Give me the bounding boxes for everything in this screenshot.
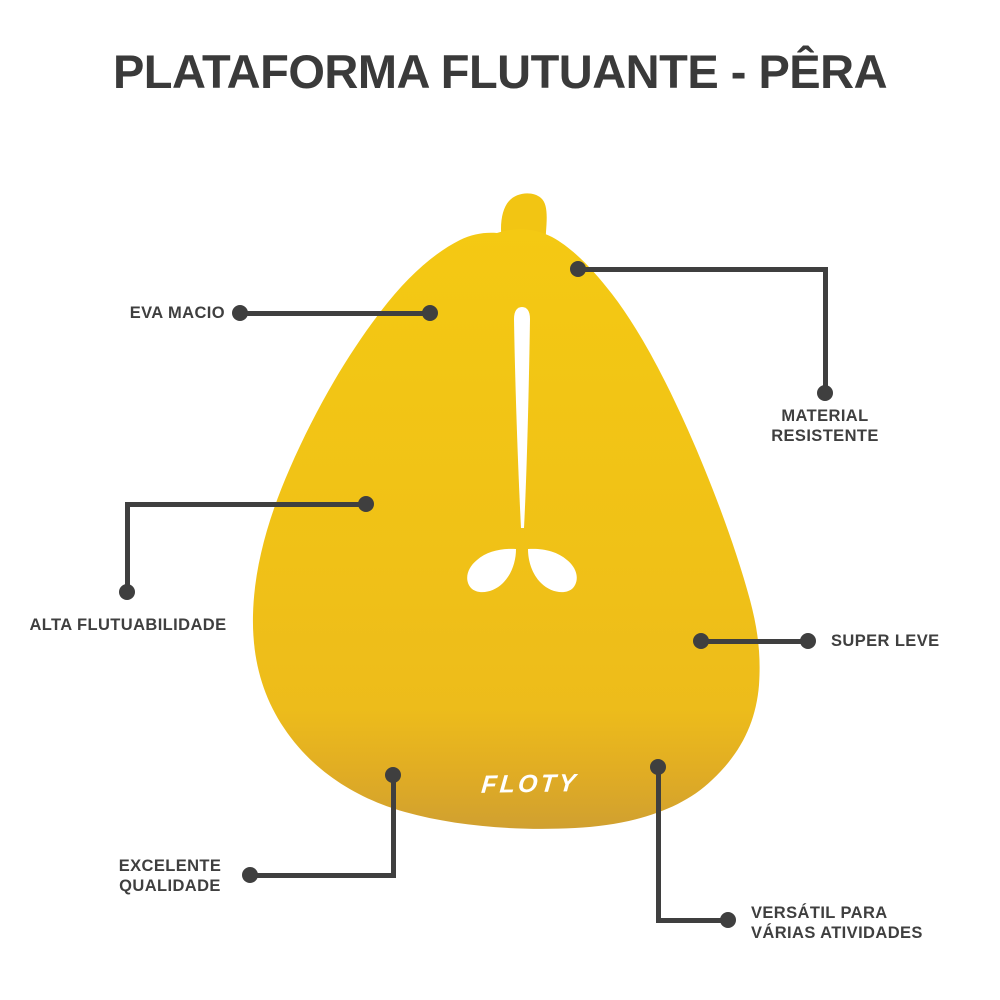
callout-versatil-line-v — [655, 767, 661, 923]
callout-super-leve-label: SUPER LEVE — [831, 632, 940, 650]
callout-alta-flutuabilidade-label: ALTA FLUTUABILIDADE — [29, 616, 227, 634]
brand-logo: FLOTY — [480, 769, 580, 799]
callout-super-leve-line — [701, 638, 808, 644]
callout-material-resistente-line-v — [822, 266, 828, 394]
callout-material-resistente-line-h — [578, 266, 827, 272]
callout-eva-macio-dot-target — [422, 305, 438, 321]
page-title: PLATAFORMA FLUTUANTE - PÊRA — [112, 45, 888, 98]
callout-versatil-dot-label — [720, 912, 736, 928]
callout-alta-flutuabilidade-dot-target — [358, 496, 374, 512]
callout-super-leve-dot-label — [800, 633, 816, 649]
pear-left-petal-cutout — [467, 548, 516, 593]
callout-versatil-line-h — [658, 917, 728, 923]
callout-excelente-qualidade-dot-label — [242, 867, 258, 883]
pear-body-shape — [252, 229, 760, 829]
callout-material-resistente-dot-label — [817, 385, 833, 401]
callout-alta-flutuabilidade-line-h — [127, 501, 366, 507]
pear-slit-cutout — [514, 307, 530, 528]
callout-versatil-label: VERSÁTIL PARA VÁRIAS ATIVIDADES — [751, 904, 923, 942]
callout-excelente-qualidade-label: EXCELENTE QUALIDADE — [118, 857, 222, 895]
callout-alta-flutuabilidade-dot-label — [119, 584, 135, 600]
pear-right-petal-cutout — [528, 548, 577, 593]
callout-alta-flutuabilidade-line-v — [124, 501, 130, 593]
callout-excelente-qualidade-line-h — [250, 872, 393, 878]
callout-material-resistente-label: MATERIAL RESISTENTE — [771, 407, 879, 445]
callout-eva-macio-line — [240, 310, 430, 316]
callout-excelente-qualidade-line-v — [390, 775, 396, 878]
callout-eva-macio-label: EVA MACIO — [129, 304, 225, 322]
